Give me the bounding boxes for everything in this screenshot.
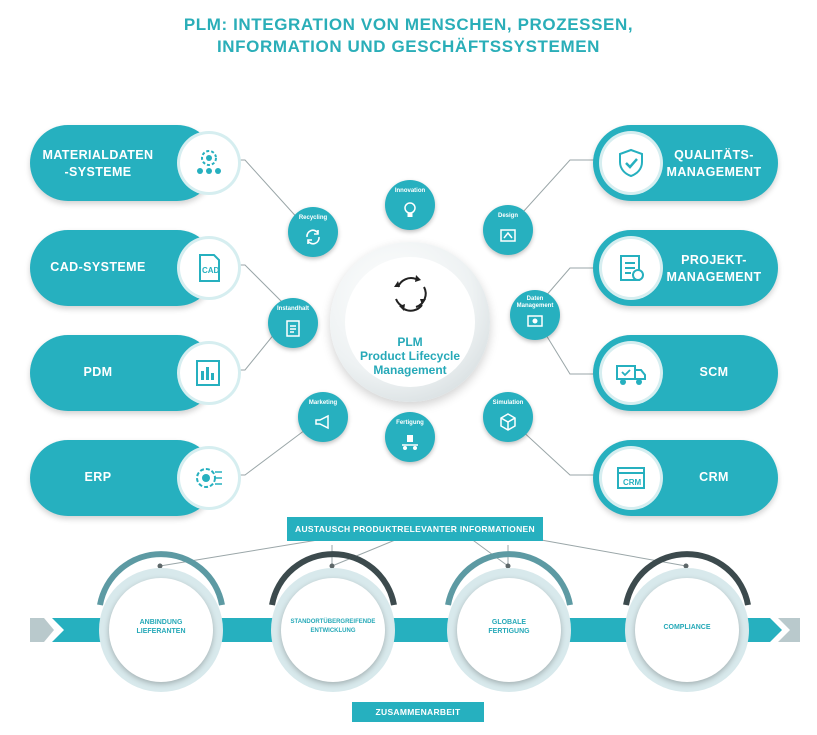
system-scm-label: SCM [699, 365, 729, 379]
system-materialdaten[interactable]: MATERIALDATEN-SYSTEME [30, 125, 238, 201]
conveyor-icon [402, 435, 418, 450]
collaboration-banner: ZUSAMMENARBEIT [352, 702, 484, 722]
gear-circuit-icon [180, 449, 238, 507]
recycle-icon [306, 229, 320, 245]
system-pdm-label: PDM [83, 365, 113, 379]
lightbulb-icon [404, 202, 416, 217]
clipboard-gear-icon [286, 320, 300, 337]
system-qualitaet[interactable]: QUALITÄTS-MANAGEMENT [593, 125, 778, 201]
cad-file-icon: CAD [180, 239, 238, 297]
phase-recycling[interactable]: Recycling [288, 207, 338, 257]
exchange-banner: AUSTAUSCH PRODUKTRELEVANTER INFORMATIONE… [287, 517, 543, 541]
plm-center-label: PLM Product Lifecycle Management [359, 335, 461, 377]
delivery-truck-icon [602, 344, 660, 402]
system-projekt-label: PROJEKT-MANAGEMENT [666, 253, 762, 284]
process-step-compliance[interactable]: COMPLIANCE [625, 568, 749, 692]
phase-simulation[interactable]: Simulation [483, 392, 533, 442]
phase-fertigung[interactable]: Fertigung [385, 412, 435, 462]
system-cad[interactable]: CAD-SYSTEME CAD [30, 230, 238, 306]
phase-design[interactable]: Design [483, 205, 533, 255]
phase-marketing[interactable]: Marketing [298, 392, 348, 442]
phase-innovation[interactable]: Innovation [385, 180, 435, 230]
cube-icon [500, 413, 516, 431]
document-chart-icon [180, 344, 238, 402]
megaphone-icon [315, 414, 329, 430]
team-gear-icon [180, 134, 238, 192]
system-crm[interactable]: CRM CRM [593, 440, 778, 516]
system-materialdaten-label: MATERIALDATEN-SYSTEME [42, 148, 154, 179]
crm-window-icon: CRM [602, 449, 660, 507]
phase-instandhaltung[interactable]: Instandhalt [268, 298, 318, 348]
system-pdm[interactable]: PDM [30, 335, 238, 411]
system-erp[interactable]: ERP [30, 440, 238, 516]
system-qualitaet-label: QUALITÄTS-MANAGEMENT [666, 148, 762, 179]
svg-text:CRM: CRM [623, 478, 642, 487]
database-gear-icon [527, 315, 543, 327]
page-title: PLM: INTEGRATION VON MENSCHEN, PROZESSEN… [0, 14, 817, 58]
system-erp-label: ERP [84, 470, 112, 484]
design-tools-icon [500, 229, 516, 242]
checklist-icon [602, 239, 660, 297]
title-line-1: PLM: INTEGRATION VON MENSCHEN, PROZESSEN… [183, 15, 634, 34]
system-cad-label: CAD-SYSTEME [50, 260, 146, 274]
system-crm-label: CRM [699, 470, 729, 484]
cycle-arrows-icon [394, 275, 427, 312]
system-projekt[interactable]: PROJEKT-MANAGEMENT [593, 230, 778, 306]
plm-center-circle: PLM Product Lifecycle Management [330, 242, 490, 402]
system-scm[interactable]: SCM [593, 335, 778, 411]
svg-text:CAD: CAD [202, 266, 220, 275]
title-line-2: INFORMATION UND GESCHÄFTSSYSTEMEN [216, 37, 601, 56]
shield-check-icon [602, 134, 660, 192]
